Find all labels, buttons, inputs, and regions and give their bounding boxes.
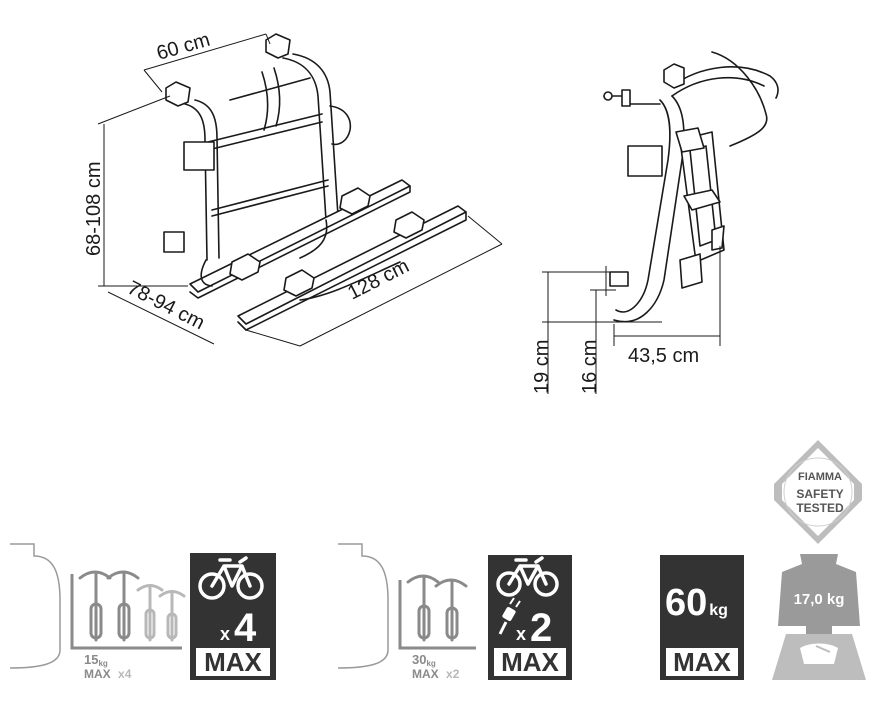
dim-height-range: 68-108 cm <box>83 162 105 257</box>
rack2-weight: 30kg <box>412 652 436 668</box>
bike-rack-side-drawing <box>603 51 779 323</box>
max4-number: 4 <box>234 606 257 650</box>
rack-2-bikes-icon: 30kg MAX x2 <box>337 543 476 681</box>
rack4-max: MAX x4 <box>84 667 132 681</box>
rack4-weight: 15kg <box>84 652 108 668</box>
dimension-lines-side <box>542 246 721 394</box>
load-label: MAX <box>673 647 731 677</box>
max2-label: MAX <box>501 647 559 677</box>
bike-rack-isometric-drawing <box>163 33 467 331</box>
badge-line1: SAFETY <box>796 487 843 501</box>
bicycle-icon <box>198 556 264 600</box>
badge-line2: TESTED <box>796 501 844 515</box>
bicycle-icon <box>496 556 559 597</box>
max-2-ebikes-badge: x 2 MAX <box>488 555 572 680</box>
product-weight-icon: 17,0 kg <box>772 554 866 680</box>
max2-number: 2 <box>530 606 552 650</box>
max-4-bikes-badge: x 4 MAX <box>190 553 276 680</box>
dim-height-16: 16 cm <box>579 340 601 394</box>
rack-4-bikes-icon: 15kg MAX x4 <box>9 543 186 681</box>
badge-brand: FIAMMA <box>798 471 842 483</box>
dim-height-19: 19 cm <box>531 340 553 394</box>
max4-label: MAX <box>204 647 262 677</box>
max4-multiplier: x <box>220 624 230 644</box>
product-weight-value: 17,0 kg <box>794 591 845 608</box>
rack2-max: MAX x2 <box>412 667 460 681</box>
dim-side-depth: 43,5 cm <box>628 345 699 367</box>
plug-icon <box>498 597 521 635</box>
safety-tested-badge: FIAMMA SAFETY TESTED <box>774 440 862 544</box>
dimension-lines-front <box>97 33 503 347</box>
max2-multiplier: x <box>516 624 526 644</box>
